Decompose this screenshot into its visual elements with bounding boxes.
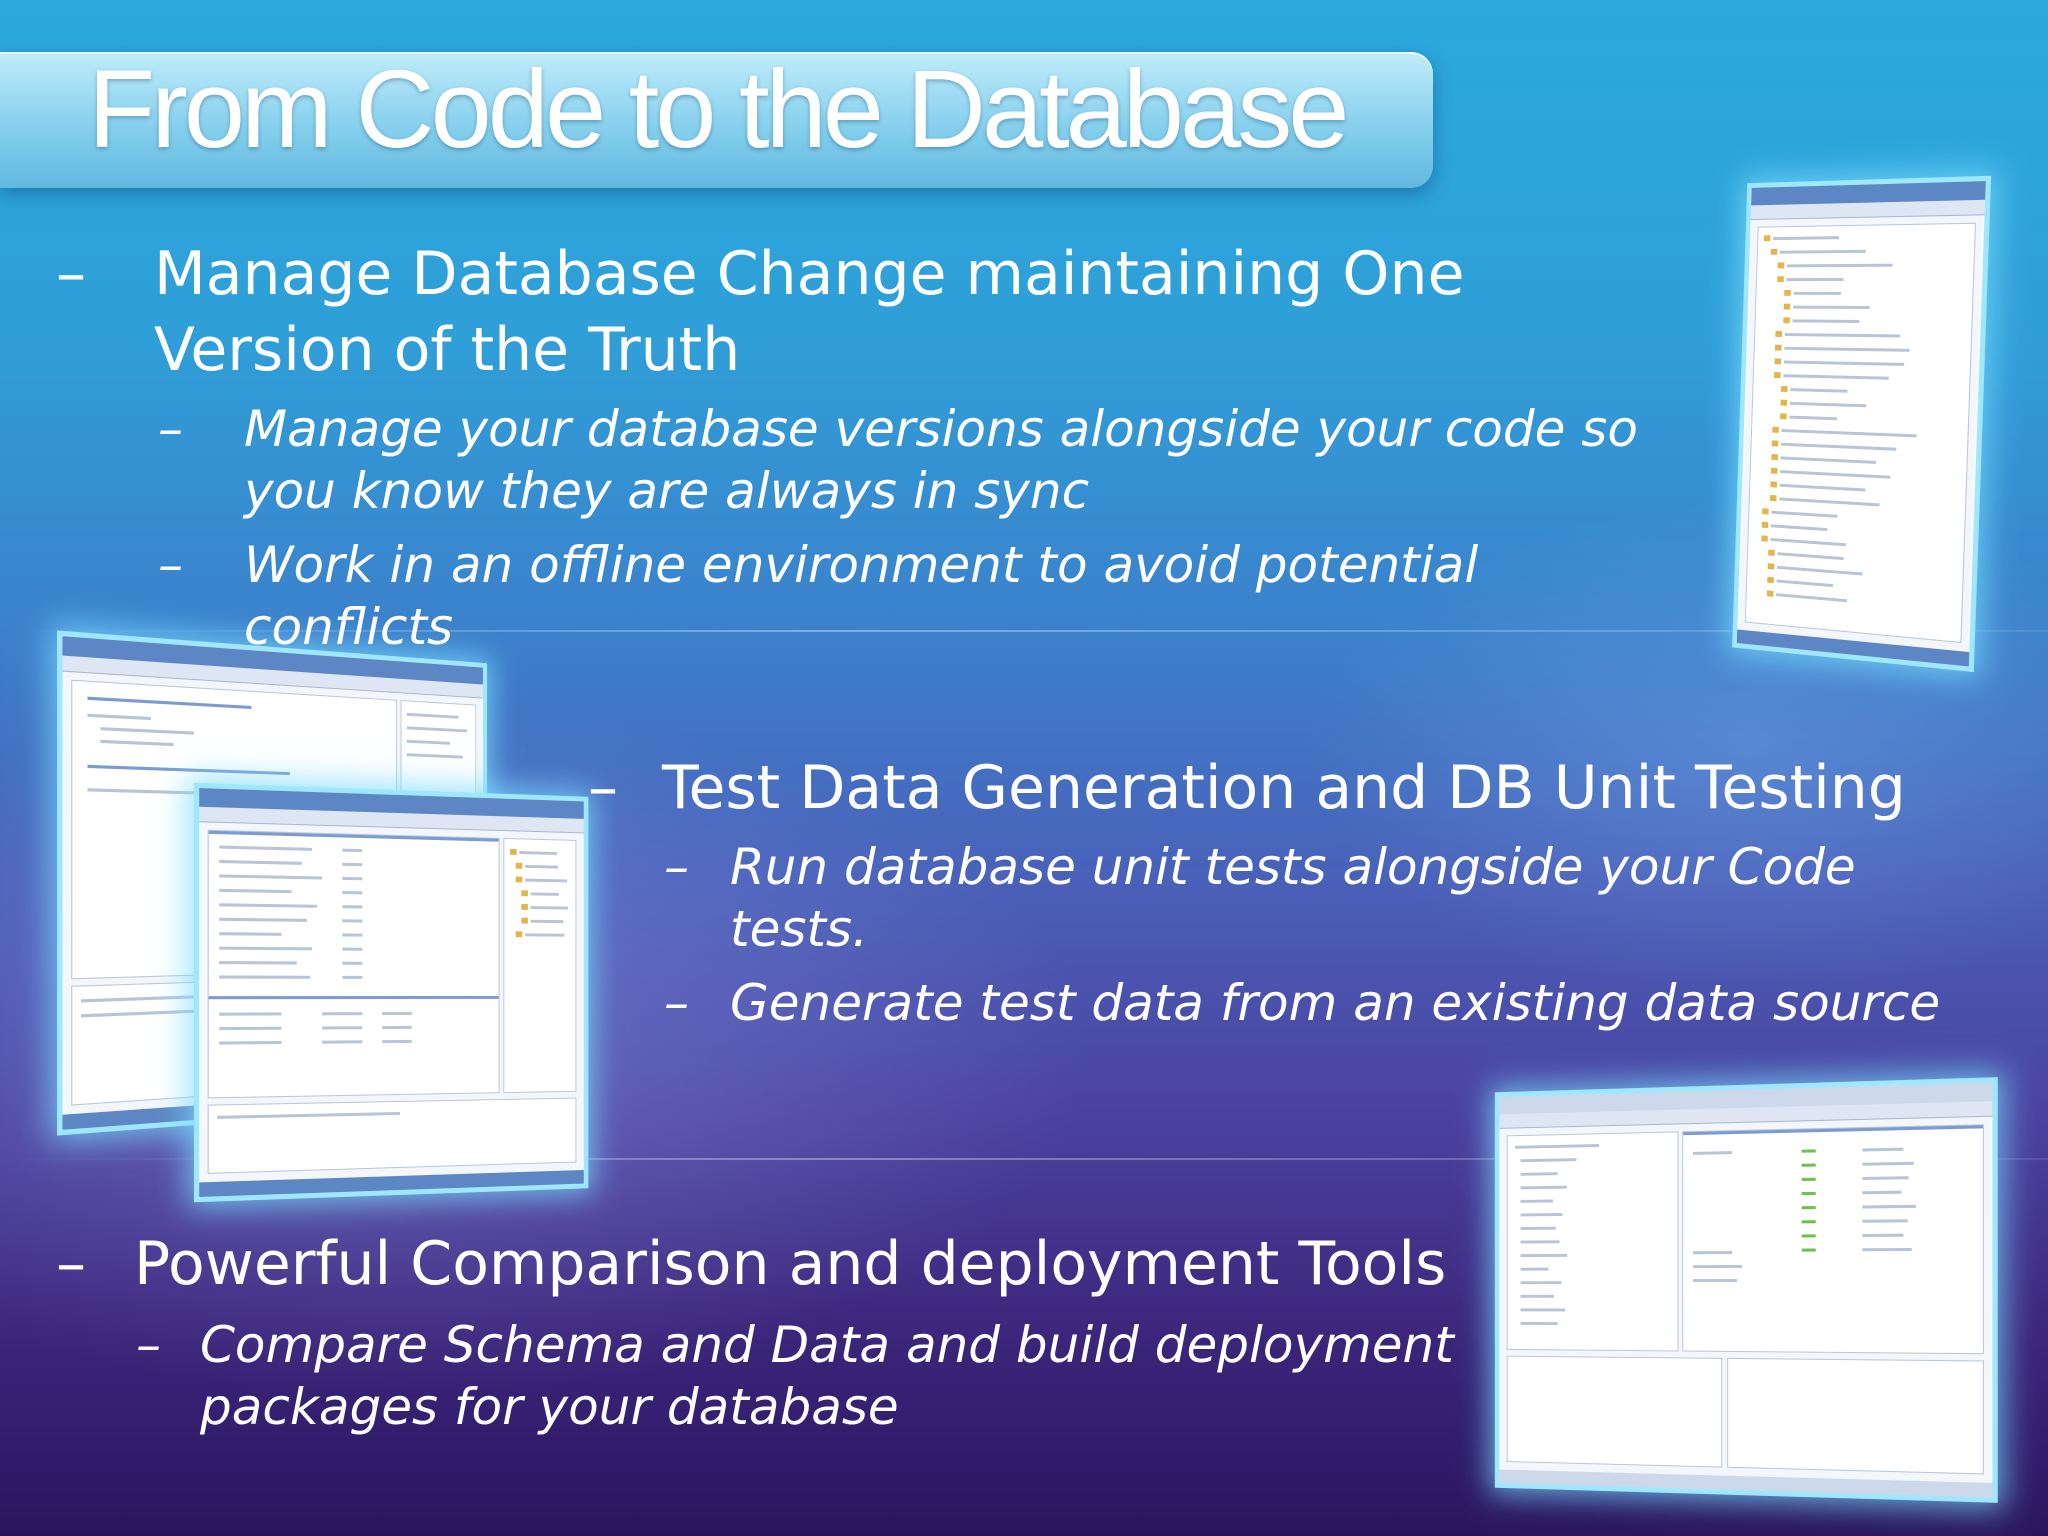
bullet-dash: – xyxy=(56,1229,86,1299)
compare-grid xyxy=(1682,1124,1984,1355)
bullet-line: Generate test data from an existing data… xyxy=(730,974,1941,1032)
compare-tree-left xyxy=(1506,1131,1679,1352)
tree-pane xyxy=(1744,222,1977,644)
bullet-line: packages for your database xyxy=(200,1378,899,1436)
bullet-dash: – xyxy=(664,838,689,896)
bullet-manage-database-change: – Manage Database Change maintaining One… xyxy=(56,236,1464,388)
title-bar xyxy=(0,52,1433,188)
bullet-dash: – xyxy=(136,1316,161,1374)
bullet-line: you know they are always in sync xyxy=(244,462,1090,520)
light-streak xyxy=(0,630,2048,632)
sub-bullet-run-unit-tests: – Run database unit tests alongside your… xyxy=(664,836,1856,960)
bullet-test-data-generation: – Test Data Generation and DB Unit Testi… xyxy=(588,750,1906,826)
solution-explorer-screenshot xyxy=(1732,175,1992,673)
sub-bullet-manage-versions: – Manage your database versions alongsid… xyxy=(158,398,1638,522)
bullet-line: Manage your database versions alongside … xyxy=(244,400,1638,458)
light-streak xyxy=(0,1158,2048,1160)
output-pane xyxy=(207,1097,577,1174)
bullet-line: Powerful Comparison and deployment Tools xyxy=(134,1229,1447,1299)
sub-bullet-compare-schema-data: – Compare Schema and Data and build depl… xyxy=(136,1314,1454,1438)
script-pane-right xyxy=(1727,1357,1984,1475)
script-pane-left xyxy=(1506,1355,1723,1468)
bullet-line: Run database unit tests alongside your C… xyxy=(730,838,1856,896)
bullet-line: Test Data Generation and DB Unit Testing xyxy=(662,753,1906,823)
window-statusbar xyxy=(1499,1469,1993,1498)
bullet-dash: – xyxy=(158,400,183,458)
schema-compare-screenshot xyxy=(1494,1077,1998,1503)
bullet-line: Version of the Truth xyxy=(154,315,741,385)
sql-results-screenshot xyxy=(193,782,589,1203)
bullet-line: tests. xyxy=(730,900,868,958)
slide-title: From Code to the Database xyxy=(88,48,1349,171)
grid-pane xyxy=(207,829,500,1099)
sub-bullet-generate-test-data: – Generate test data from an existing da… xyxy=(664,972,1940,1034)
tree-pane xyxy=(503,837,577,1094)
sub-bullet-offline-environment: – Work in an offline environment to avoi… xyxy=(158,534,1478,658)
bullet-line: conflicts xyxy=(244,598,454,656)
window-statusbar xyxy=(199,1169,584,1197)
bullet-comparison-deployment-tools: – Powerful Comparison and deployment Too… xyxy=(56,1226,1446,1302)
bullet-line: Compare Schema and Data and build deploy… xyxy=(200,1316,1454,1374)
bullet-dash: – xyxy=(158,536,183,594)
bullet-line: Manage Database Change maintaining One xyxy=(154,239,1465,309)
bullet-dash: – xyxy=(588,753,618,823)
bullet-dash: – xyxy=(664,974,689,1032)
bullet-dash: – xyxy=(56,239,86,309)
bullet-line: Work in an offline environment to avoid … xyxy=(244,536,1479,594)
